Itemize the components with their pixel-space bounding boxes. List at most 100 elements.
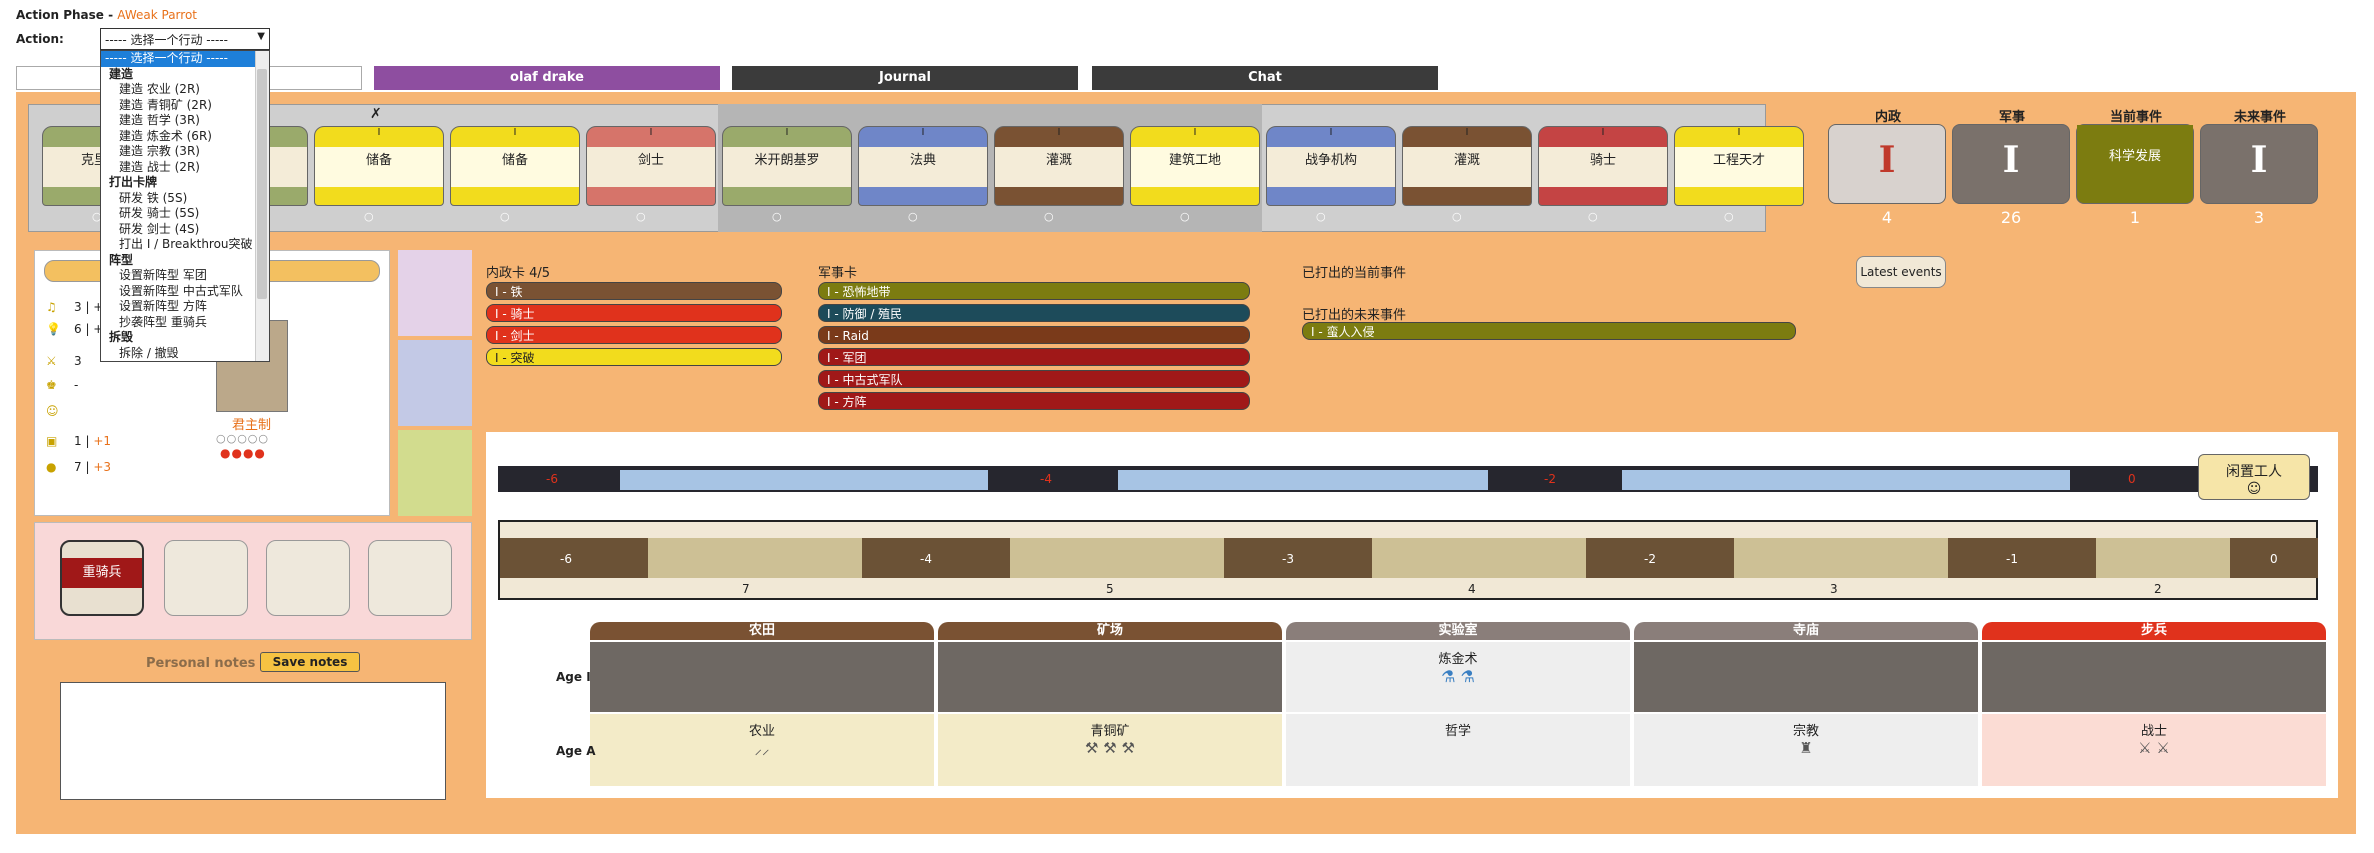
dropdown-option[interactable]: 建造 哲学 (3R) xyxy=(119,113,200,127)
deck-label: 内政 xyxy=(1874,110,1901,125)
dropdown-option[interactable]: 建造 青铜矿 (2R) xyxy=(119,97,212,112)
deck-card[interactable]: I xyxy=(1828,124,1946,204)
card-body xyxy=(1131,147,1259,187)
age-a-cell[interactable]: 战士⚔ ⚔ xyxy=(1982,714,2326,786)
card-name: 灌溉 xyxy=(1045,153,1072,168)
close-icon: ✗ xyxy=(370,106,382,122)
track-label: 0 xyxy=(2128,472,2136,486)
military-card[interactable]: I - 方阵 xyxy=(818,392,1250,410)
idle-workers-button[interactable]: 闲置工人☺ xyxy=(2198,454,2310,500)
age-label: Age I xyxy=(556,670,591,684)
tech-slot[interactable] xyxy=(398,340,472,426)
deck-card[interactable]: 科学发展 xyxy=(2076,124,2194,204)
resource-value: - xyxy=(74,378,79,392)
card-cost: ○ xyxy=(1044,210,1056,223)
dropdown-option[interactable]: 建造 宗教 (3R) xyxy=(119,144,200,158)
military-card[interactable]: I - Raid xyxy=(818,326,1250,344)
tab-chat[interactable]: Chat xyxy=(1092,66,1438,90)
dropdown-option[interactable]: ----- 选择一个行动 ----- xyxy=(101,51,269,67)
dropdown-option[interactable]: 研发 骑士 (5S) xyxy=(119,206,200,220)
wonder-slot[interactable] xyxy=(398,250,472,336)
pop-cost-label: -4 xyxy=(920,552,932,566)
played-future-title: 已打出的未来事件 xyxy=(1302,308,1407,323)
age-a-cell[interactable]: 宗教♜ xyxy=(1634,714,1978,786)
civil-card[interactable]: I - 骑士 xyxy=(486,304,782,322)
deck-label: 未来事件 xyxy=(2233,110,2286,125)
tech-column-head: 矿场 xyxy=(938,622,1282,640)
future-event-card[interactable]: I - 蛮人入侵 xyxy=(1302,322,1796,340)
dropdown-option[interactable]: 建造 炼金术 (6R) xyxy=(119,128,212,143)
civil-card[interactable]: I - 剑士 xyxy=(486,326,782,344)
dropdown-option[interactable]: 研发 铁 (5S) xyxy=(119,190,188,205)
card-cost: ○ xyxy=(1452,210,1464,223)
card-name: 储备 xyxy=(365,153,392,168)
tech-column: 实验室炼金术⚗ ⚗哲学 xyxy=(1286,622,1630,786)
civil-card[interactable]: I - 突破 xyxy=(486,348,782,366)
dropdown-option[interactable]: 打出 I / Breakthrou突破 xyxy=(119,237,253,251)
dropdown-option[interactable]: 建造 战士 (2R) xyxy=(119,159,200,174)
pop-food-label: 4 xyxy=(1468,582,1476,596)
card-cost: ○ xyxy=(1724,210,1736,223)
card-age: I xyxy=(1737,127,1741,138)
deck-card[interactable]: I xyxy=(1952,124,2070,204)
deck-card[interactable]: I xyxy=(2200,124,2318,204)
civil-card[interactable]: I - 铁 xyxy=(486,282,782,300)
tab-olaf[interactable]: olaf drake xyxy=(374,66,720,90)
dropdown-option[interactable]: 研发 剑士 (4S) xyxy=(119,221,200,236)
unit-slot[interactable] xyxy=(368,540,452,616)
tab-journal[interactable]: Journal xyxy=(732,66,1078,90)
tech-column-head: 寺庙 xyxy=(1634,622,1978,640)
card-body xyxy=(1403,147,1531,187)
military-card[interactable]: I - 恐怖地带 xyxy=(818,282,1250,300)
notes-textarea[interactable] xyxy=(60,682,446,800)
military-card[interactable]: I - 防御 / 殖民 xyxy=(818,304,1250,322)
unit-slot[interactable] xyxy=(164,540,248,616)
resource-icon: 💡 xyxy=(46,322,61,336)
card-body xyxy=(859,147,987,187)
dropdown-option[interactable]: 拆除 / 撤毁 xyxy=(119,345,179,360)
military-card[interactable]: I - 军团 xyxy=(818,348,1250,366)
deck-count: 1 xyxy=(2129,208,2141,227)
latest-events-button[interactable]: Latest events xyxy=(1856,256,1946,288)
age-a-cell[interactable]: 青铜矿⚒ ⚒ ⚒ xyxy=(938,714,1282,786)
dropdown-scrollbar[interactable] xyxy=(255,51,269,361)
notes-label: Personal notes xyxy=(146,656,256,671)
flask-icon: ⚗ ⚗ xyxy=(1441,667,1475,686)
resource-delta: +3 xyxy=(93,460,112,474)
action-select[interactable]: ----- 选择一个行动 -----▼ xyxy=(100,28,270,50)
age-a-cell[interactable]: 哲学 xyxy=(1286,714,1630,786)
tech-column-head: 步兵 xyxy=(1982,622,2326,640)
dropdown-option[interactable]: 建造 农业 (2R) xyxy=(119,82,200,96)
dropdown-option[interactable]: 设置新阵型 中古式军队 xyxy=(119,283,243,298)
action-dropdown[interactable]: ----- 选择一个行动 ----- 建造建造 农业 (2R)建造 青铜矿 (2… xyxy=(100,50,270,362)
tech-icon: ⸝⸝ xyxy=(754,740,770,758)
track-label: -2 xyxy=(1544,472,1556,486)
government-label: 君主制 xyxy=(232,418,272,433)
resource-row: ♫3 | + xyxy=(46,300,103,314)
age-a-cell[interactable]: 农业⸝⸝ xyxy=(590,714,934,786)
dropdown-option[interactable]: 设置新阵型 方阵 xyxy=(119,299,207,313)
chevron-down-icon: ▼ xyxy=(257,31,265,42)
resource-row: ☺ xyxy=(46,404,74,418)
dropdown-option[interactable]: 设置新阵型 军团 xyxy=(119,268,207,282)
unit-slot[interactable] xyxy=(266,540,350,616)
dropdown-option[interactable]: 抄袭阵型 重骑兵 xyxy=(119,314,207,329)
unit-card[interactable]: 重骑兵 xyxy=(60,540,144,616)
military-card[interactable]: I - 中古式军队 xyxy=(818,370,1250,388)
save-notes-button[interactable]: Save notes xyxy=(260,652,360,672)
card-body xyxy=(723,147,851,187)
colony-slot[interactable] xyxy=(398,430,472,516)
resource-row: ♚- xyxy=(46,378,78,392)
age-i-cell[interactable]: 炼金术⚗ ⚗ xyxy=(1286,642,1630,712)
